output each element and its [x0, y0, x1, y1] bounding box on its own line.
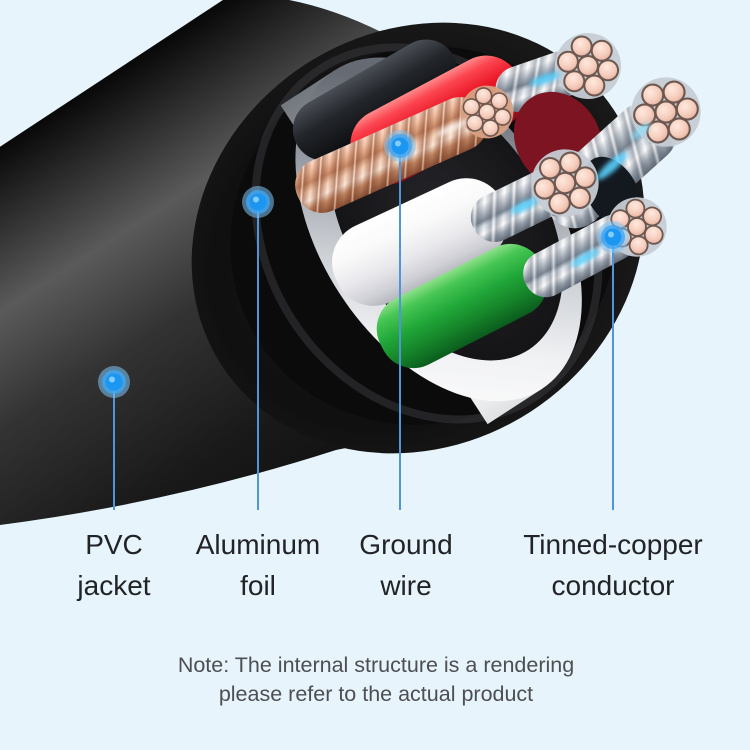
note-line: Note: The internal structure is a render…: [177, 653, 575, 677]
callout-dot-tinned-copper: [597, 221, 629, 253]
callouts: [98, 130, 629, 510]
green-wire-insulation: [376, 243, 548, 369]
disclaimer-note: Note: The internal structure is a render…: [178, 651, 574, 709]
black-wire: [292, 39, 458, 161]
callout-dot-ground-wire: [384, 130, 416, 162]
label-line: Ground: [359, 529, 453, 560]
label-line: jacket: [77, 570, 151, 601]
white-wire-insulation: [332, 178, 508, 306]
label-line: PVC: [85, 529, 143, 560]
callout-dot-aluminum-foil: [242, 186, 274, 218]
label-line: conductor: [551, 570, 675, 601]
callout-dot-pvc-jacket: [98, 366, 130, 398]
label-aluminum-foil: Aluminum foil: [196, 524, 320, 606]
label-tinned-copper-conductor: Tinned-copper conductor: [523, 524, 703, 606]
label-line: wire: [380, 570, 432, 601]
label-line: Aluminum: [195, 529, 321, 560]
label-line: foil: [240, 570, 276, 601]
label-line: Tinned-copper: [523, 529, 703, 560]
light-glints: [435, 72, 651, 267]
label-pvc-jacket: PVC jacket: [77, 524, 150, 606]
note-line: please refer to the actual product: [218, 682, 534, 706]
label-ground-wire: Ground wire: [359, 524, 452, 606]
